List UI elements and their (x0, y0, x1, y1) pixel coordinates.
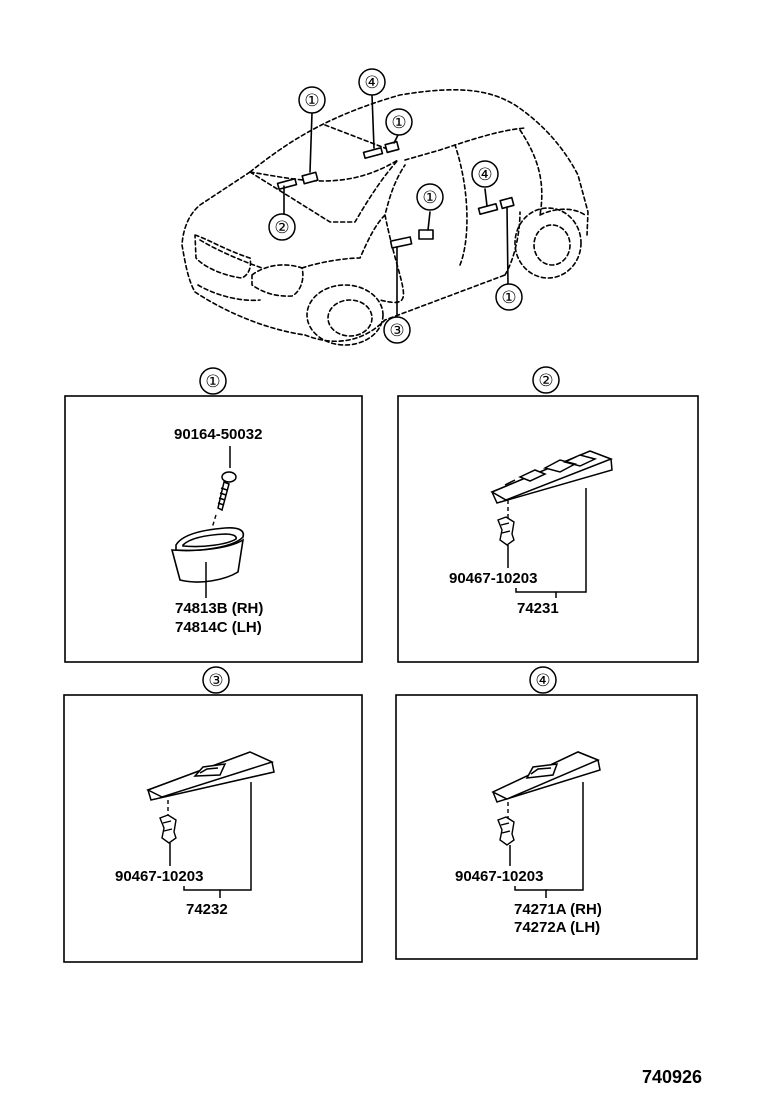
panel-3-frame (63, 694, 363, 963)
switch-panel-icon (491, 751, 601, 803)
part-number-clip: 90467-10203 (115, 868, 203, 885)
marker-1-front-door (418, 229, 434, 240)
part-number-bolt: 90164-50032 (174, 426, 262, 443)
car-front-wheel-inner (327, 299, 373, 337)
callout-label: ① (391, 113, 406, 132)
callout-1-front-ceiling: ① (298, 86, 326, 114)
diagram-id: 740926 (642, 1067, 702, 1087)
car-lower-grille (197, 284, 261, 302)
overview-callouts: ① ① ① ① ② ③ ④ ④ (268, 68, 523, 344)
panel-4-frame (395, 694, 698, 960)
leader-c1a (309, 112, 313, 173)
part-number-panel: 74231 (517, 600, 559, 617)
car-rear-wheel-inner (533, 224, 571, 266)
clip-icon (497, 516, 515, 546)
marker-4-ceiling (362, 146, 384, 160)
marker-2-ceiling (276, 177, 298, 191)
part-number-clip: 90467-10203 (455, 868, 543, 885)
panel-1: ① 90164-50032 74813B (RH) 74814C (LH) (64, 367, 363, 663)
leader-c4a (371, 94, 375, 149)
leader-c1c (427, 211, 431, 231)
switch-panel-icon (146, 751, 275, 801)
part-number-panel-rh: 74271A (RH) (514, 901, 602, 918)
callout-1-rear-door: ① (495, 283, 523, 311)
part-number-grip-lh: 74814C (LH) (175, 619, 262, 636)
car-front (181, 234, 306, 336)
callout-label: ① (304, 91, 319, 110)
panel-4: ④ 90467-10203 74271A (RH) 74272A (LH) (395, 666, 698, 960)
panel-4-number: ④ (535, 671, 550, 690)
marker-1-front-ceiling (301, 171, 319, 185)
callout-4-rear-door: ④ (471, 160, 499, 188)
callout-2-ceiling: ② (268, 213, 296, 241)
marker-3-front-door (389, 236, 413, 249)
callout-label: ④ (477, 165, 492, 184)
panel-1-number: ① (205, 372, 220, 391)
leader-c1d (506, 206, 509, 285)
marker-4-rear-door (477, 202, 499, 216)
callout-4-ceiling: ④ (358, 68, 386, 96)
leader-c4b (484, 188, 488, 207)
callout-label: ① (501, 288, 516, 307)
panel-2-frame (397, 395, 699, 663)
car-side (301, 129, 586, 343)
callout-label: ③ (389, 321, 404, 340)
assist-grip-icon (170, 527, 245, 583)
panel-1-frame (64, 395, 363, 663)
car-front-wheel-outer (306, 284, 384, 346)
marker-1-rear-door (499, 196, 515, 210)
car-overview (181, 89, 589, 346)
callout-1-rear-ceiling: ① (385, 108, 413, 136)
car-roof-line (324, 124, 526, 161)
panel-2: ② 90467-10203 74231 (397, 366, 699, 663)
car-roof-outline (249, 89, 589, 236)
car-headlight (251, 264, 304, 297)
clip-icon (497, 816, 515, 846)
car-rear-wheel-outer (514, 207, 582, 279)
callout-label: ② (274, 218, 289, 237)
leader-c1b (393, 134, 399, 144)
screw-icon (217, 471, 237, 512)
part-number-grip-rh: 74813B (RH) (175, 600, 263, 617)
panel-3-number: ③ (208, 671, 223, 690)
clip-icon (159, 814, 177, 844)
callout-3-door: ③ (383, 316, 411, 344)
panel-3: ③ 90467-10203 74232 (63, 666, 363, 963)
panel-2-number: ② (538, 371, 553, 390)
callout-label: ④ (364, 73, 379, 92)
part-number-clip: 90467-10203 (449, 570, 537, 587)
part-number-panel-lh: 74272A (LH) (514, 919, 600, 936)
callout-1-front-door: ① (416, 183, 444, 211)
callout-label: ① (422, 188, 437, 207)
switch-panel-icon (490, 450, 614, 504)
part-number-panel: 74232 (186, 901, 228, 918)
car-hood (181, 159, 399, 246)
marker-1-rear-ceiling (384, 140, 400, 154)
